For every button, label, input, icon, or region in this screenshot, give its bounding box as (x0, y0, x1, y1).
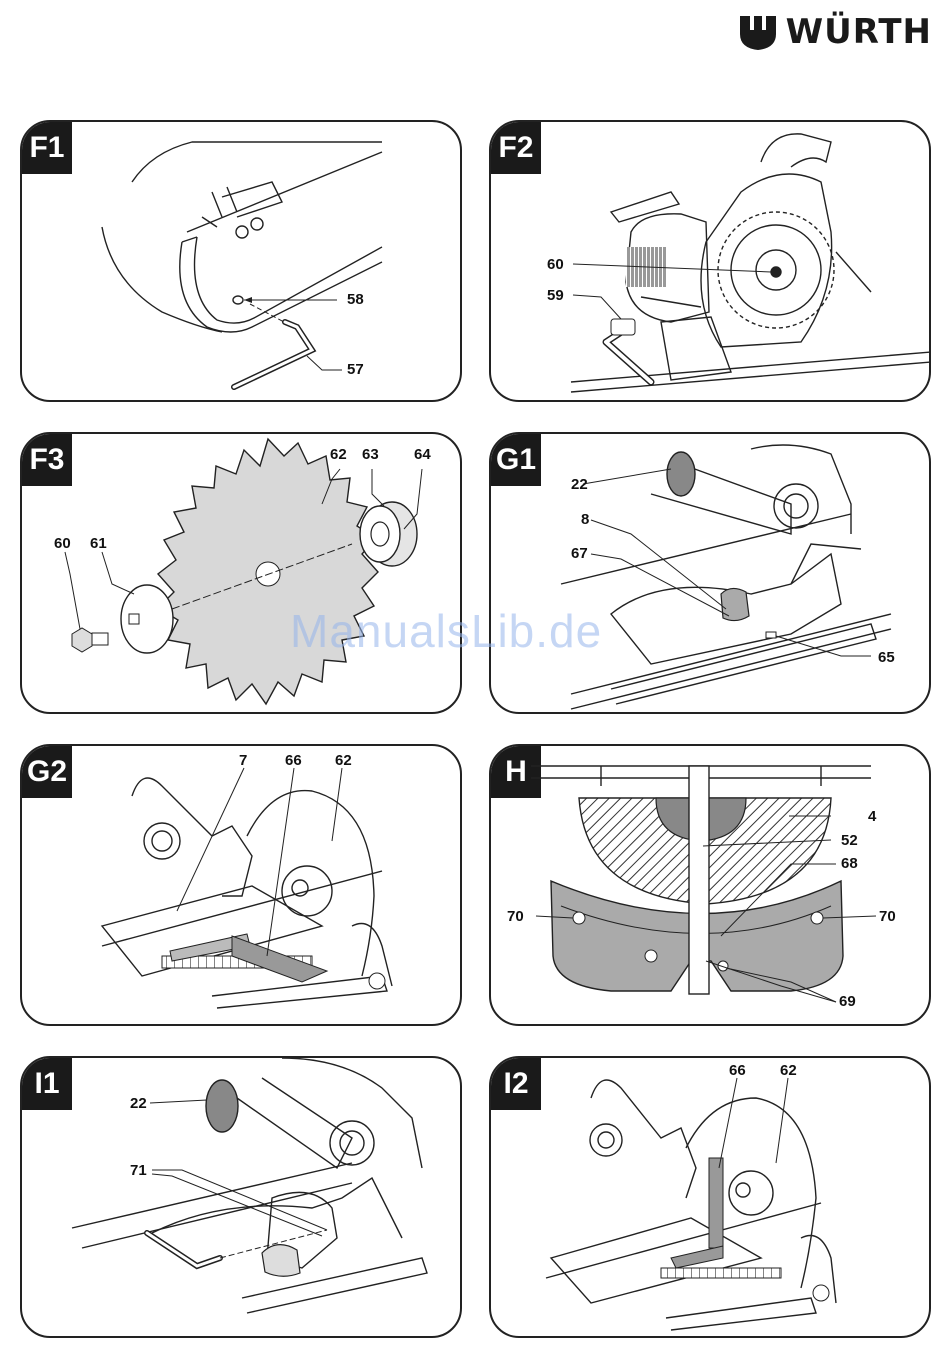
figure-drawing: 7 66 62 (22, 746, 462, 1026)
figure-drawing: 4 52 68 70 70 69 (491, 746, 931, 1026)
figure-panel-f3: F3 62 63 64 60 61 (20, 432, 462, 714)
brand-name: WÜRTH (786, 12, 932, 52)
figure-panel-i2: I2 66 62 (489, 1056, 931, 1338)
callout-52: 52 (841, 832, 858, 849)
callout-71: 71 (130, 1162, 147, 1179)
callout-69: 69 (839, 993, 856, 1010)
wuerth-logo-icon (738, 12, 778, 52)
callout-67: 67 (571, 545, 588, 562)
callout-68: 68 (841, 855, 858, 872)
figure-panel-g1: G1 22 8 67 65 (489, 432, 931, 714)
callout-62: 62 (780, 1062, 797, 1079)
figure-panel-f2: F2 60 59 (489, 120, 931, 402)
brand-header: WÜRTH (738, 12, 932, 52)
figure-panel-g2: G2 7 66 62 (20, 744, 462, 1026)
figure-panel-f1: F1 58 57 (20, 120, 462, 402)
callout-62: 62 (330, 446, 347, 463)
figure-drawing: 22 8 67 65 (491, 434, 931, 714)
callout-66: 66 (729, 1062, 746, 1079)
callout-70-left: 70 (507, 908, 524, 925)
callout-61: 61 (90, 535, 107, 552)
figure-drawing: 60 59 (491, 122, 931, 402)
callout-65: 65 (878, 649, 895, 666)
callout-60: 60 (54, 535, 71, 552)
figure-panel-i1: I1 22 71 (20, 1056, 462, 1338)
callout-7: 7 (239, 752, 247, 769)
callout-4: 4 (868, 808, 877, 825)
figure-drawing: 58 57 (22, 122, 462, 402)
callout-66: 66 (285, 752, 302, 769)
callout-58: 58 (347, 291, 364, 308)
callout-22: 22 (571, 476, 588, 493)
figure-drawing: 62 63 64 60 61 (22, 434, 462, 714)
callout-62: 62 (335, 752, 352, 769)
figure-panel-h: H 4 52 68 70 70 69 (489, 744, 931, 1026)
figure-drawing: 22 71 (22, 1058, 462, 1338)
callout-8: 8 (581, 511, 589, 528)
callout-63: 63 (362, 446, 379, 463)
callout-22: 22 (130, 1095, 147, 1112)
callout-70-right: 70 (879, 908, 896, 925)
callout-57: 57 (347, 361, 364, 378)
callout-59: 59 (547, 287, 564, 304)
figure-drawing: 66 62 (491, 1058, 931, 1338)
callout-64: 64 (414, 446, 431, 463)
callout-60: 60 (547, 256, 564, 273)
